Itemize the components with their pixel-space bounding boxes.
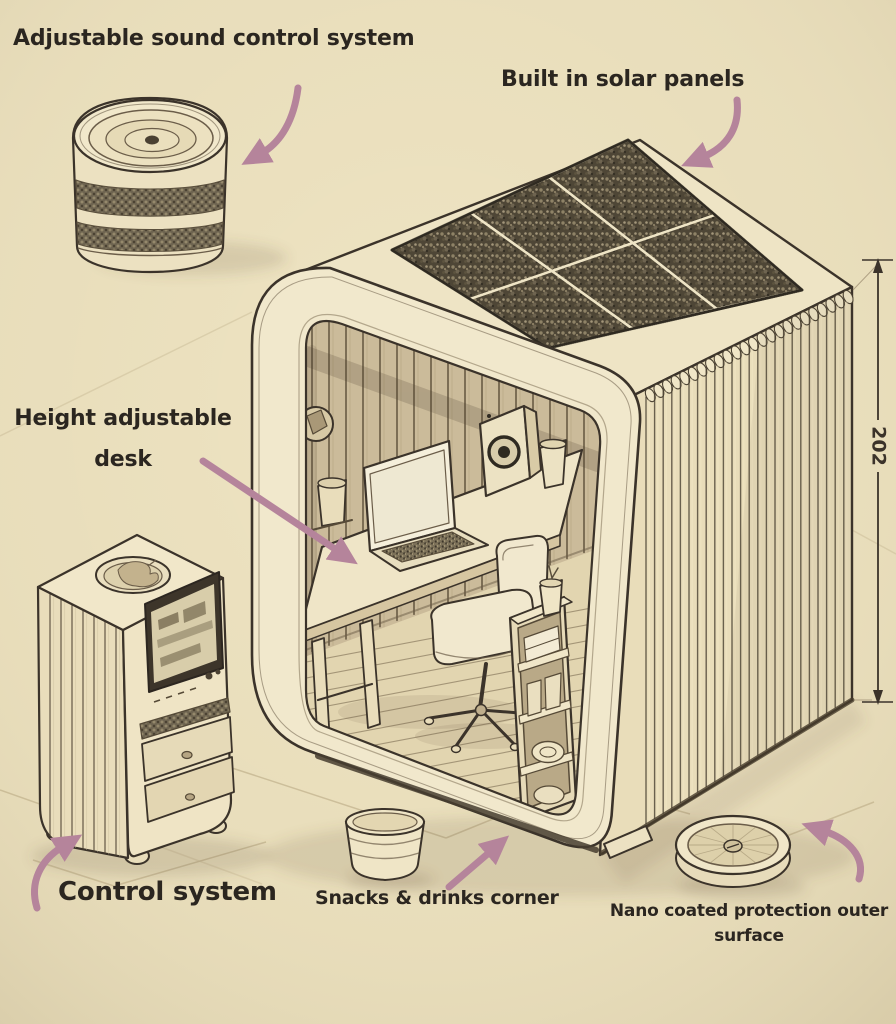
height-dimension-line: 202 <box>852 258 893 705</box>
label-desk-line1: Height adjustable <box>14 406 232 431</box>
office-pod <box>250 138 855 859</box>
snack-items <box>523 565 565 805</box>
solar-panel-array <box>390 138 804 350</box>
desk-speaker <box>478 404 542 498</box>
arrow-snacks <box>445 835 510 891</box>
arrow-nano-surface <box>801 819 864 883</box>
ledge-cup <box>311 477 353 531</box>
snack-shelf-unit <box>508 565 578 815</box>
tower-screen <box>144 571 224 693</box>
pod-front-frame <box>250 266 642 853</box>
wall-knob <box>306 406 334 442</box>
laptop <box>362 439 489 572</box>
pod-interior <box>306 321 601 815</box>
nano-coating-disc <box>674 814 792 888</box>
annotation-arrows <box>31 84 864 912</box>
control-tower <box>36 533 235 865</box>
label-sound-control-system: Adjustable sound control system <box>13 26 415 51</box>
label-nano-line1: Nano coated protection outer <box>609 901 889 921</box>
sound-control-cylinder <box>71 96 229 274</box>
label-control-system: Control system <box>58 877 277 907</box>
waste-bin <box>539 438 567 489</box>
arrow-control-system <box>31 834 83 912</box>
label-height-adjustable-desk: Height adjustable desk <box>0 406 246 473</box>
arrow-desk <box>199 457 358 565</box>
arrow-sound-control <box>241 84 302 165</box>
label-desk-line2: desk <box>94 447 152 473</box>
cylinder-center-hole <box>145 135 159 145</box>
label-nano-line2: surface <box>714 925 784 946</box>
label-nano-surface: Nano coated protection outer surface <box>598 901 896 946</box>
label-solar-panels: Built in solar panels <box>501 67 745 92</box>
drink-cup <box>344 808 426 882</box>
label-snacks-corner: Snacks & drinks corner <box>315 887 559 909</box>
tower-dial <box>95 556 171 594</box>
pod-rib-lines <box>644 289 854 825</box>
pod-foot <box>603 825 653 859</box>
arrow-solar-panels <box>681 96 741 168</box>
tower-controls <box>139 669 235 823</box>
dimension-value: 202 <box>868 426 890 466</box>
